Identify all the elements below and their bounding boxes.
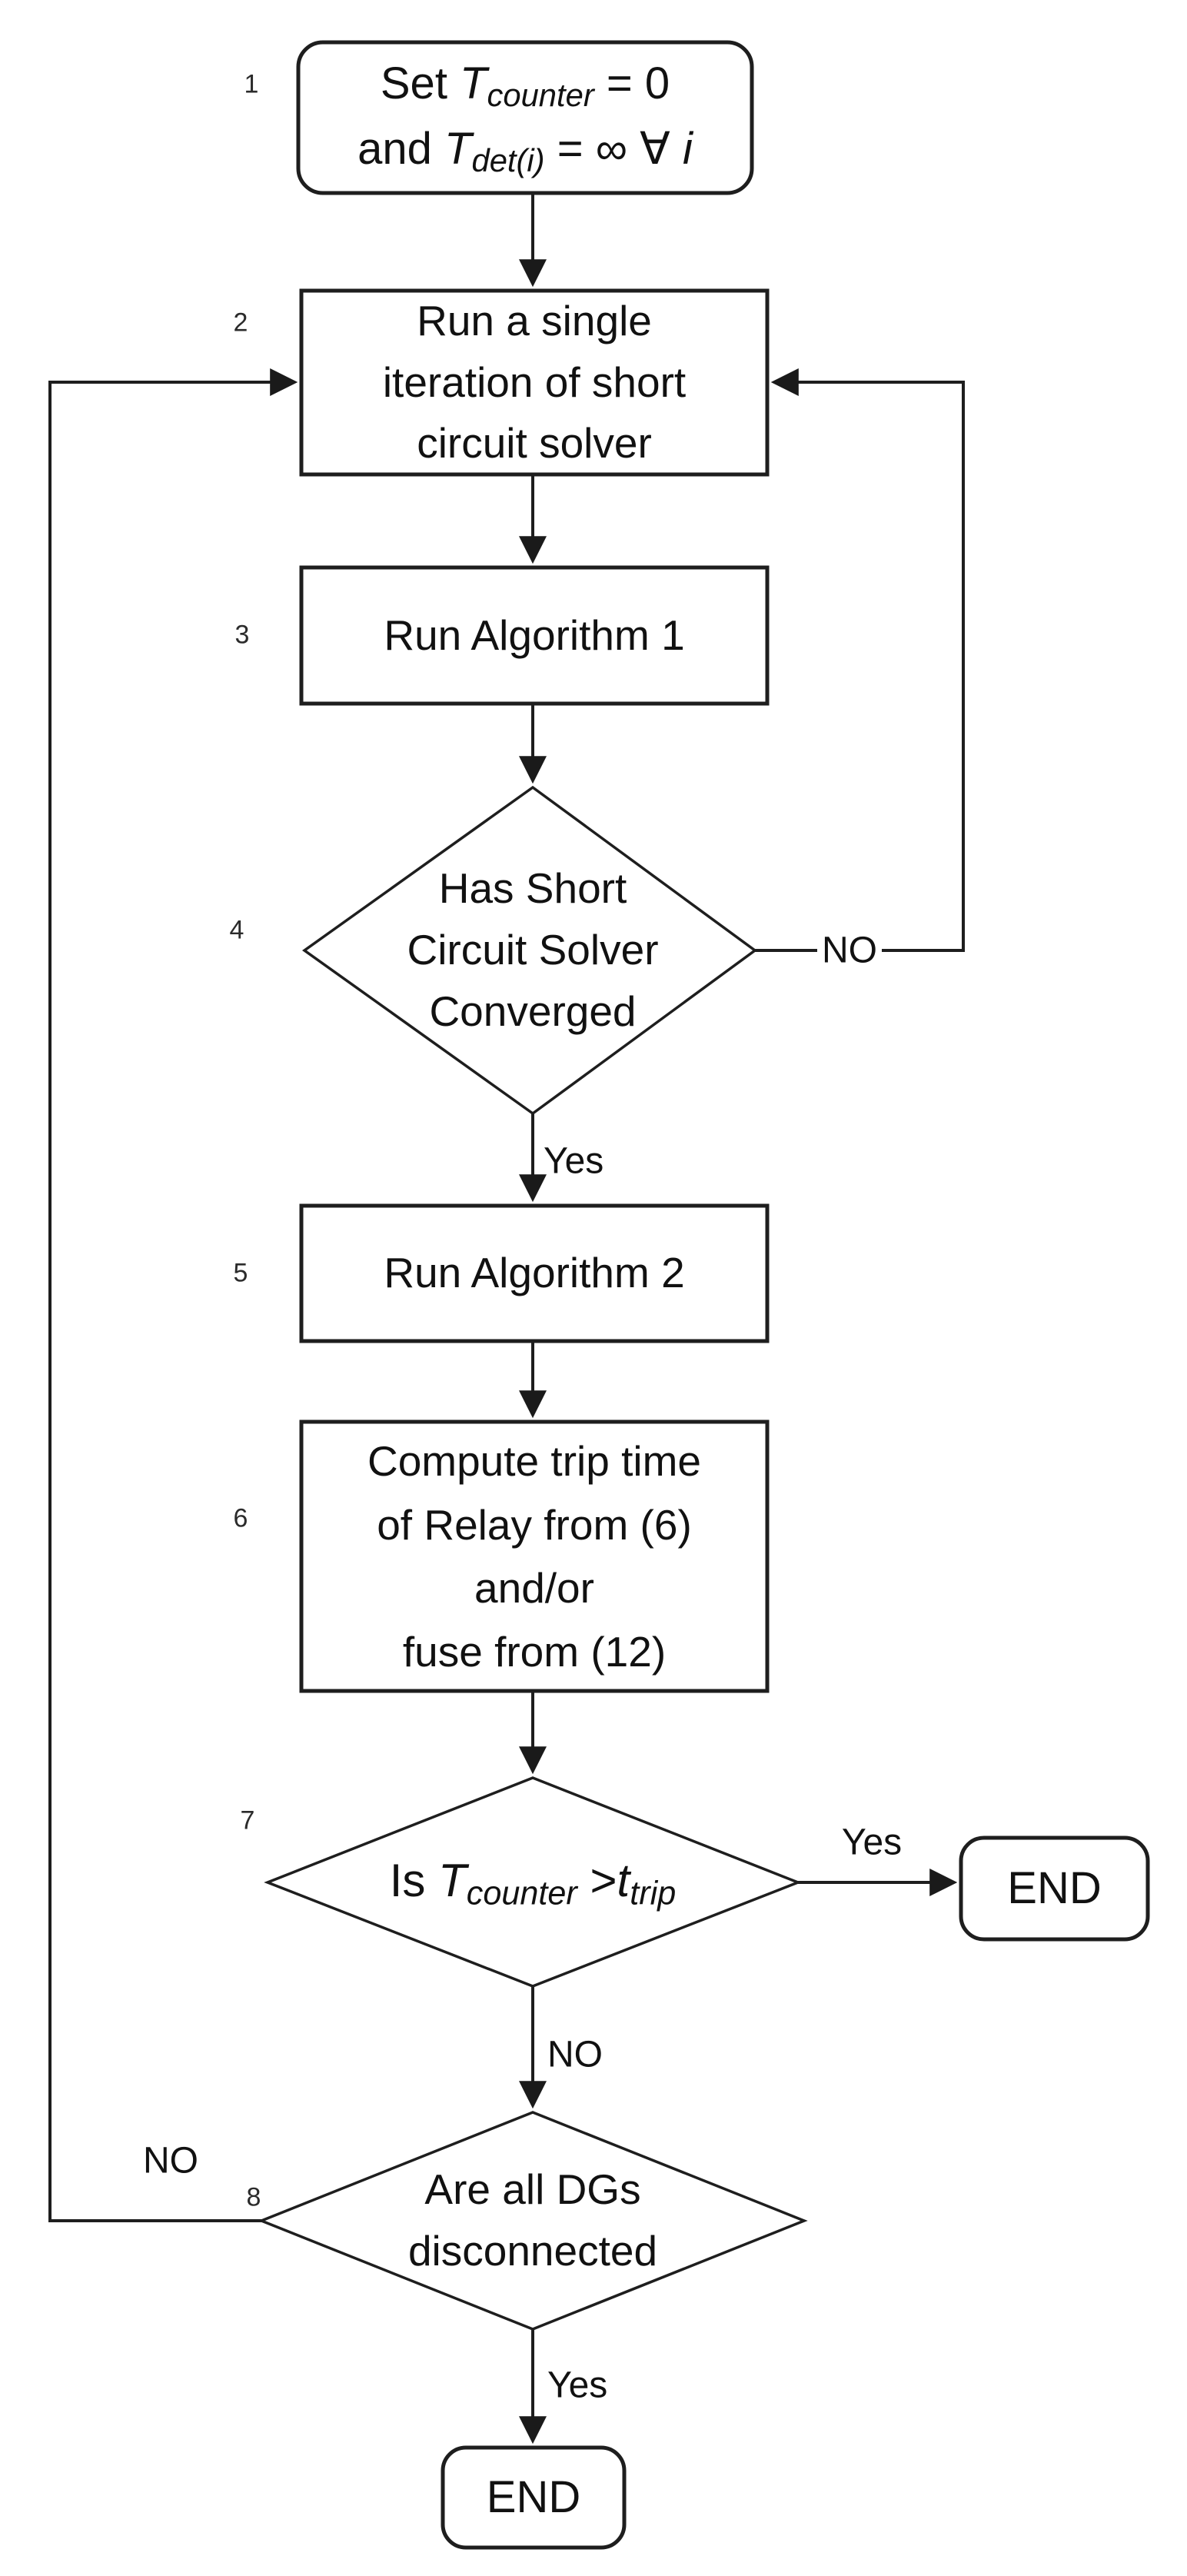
edge-label-yes-7: Yes [841,1822,903,1863]
step-number-3: 3 [234,620,250,650]
decision-8-shape [258,2111,808,2331]
step-number-2: 2 [233,308,248,338]
edge-label-no-8: NO [143,2140,198,2182]
step-number-1: 1 [244,69,259,99]
loop-4-no-to-2 [755,368,965,952]
process-2-shape [299,288,770,477]
terminator-start-shape [296,40,754,195]
process-3-shape [299,565,770,706]
step-number-4: 4 [229,915,244,945]
edge-label-yes-4: Yes [544,1140,604,1182]
edge-label-yes-8: Yes [547,2365,608,2406]
step-number-8: 8 [246,2182,261,2212]
edge-label-no-4: NO [817,929,882,972]
terminator-end-right-shape [959,1835,1150,1942]
process-5-shape [299,1203,770,1343]
process-6-shape [299,1419,770,1693]
step-number-5: 5 [233,1258,248,1288]
decision-4-shape [301,785,757,1116]
step-number-7: 7 [240,1806,255,1835]
decision-7-shape [264,1776,802,1988]
loop-8-no-to-2 [48,368,298,2222]
terminator-end-bottom-shape [441,2445,627,2550]
step-number-6: 6 [233,1503,248,1533]
edge-label-no-7: NO [547,2034,603,2075]
